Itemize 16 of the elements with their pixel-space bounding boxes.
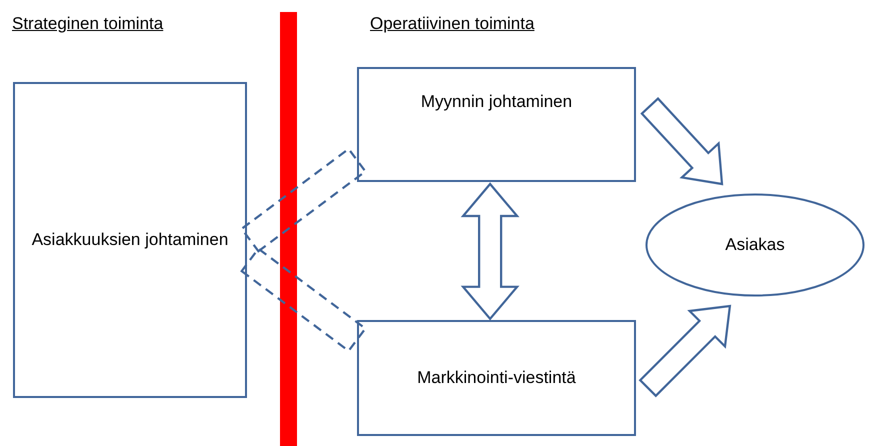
divider-bar <box>280 12 297 446</box>
node-label: Asiakkuuksien johtaminen <box>30 228 230 251</box>
section-heading: Operatiivinen toiminta <box>370 14 534 34</box>
node-label: Markkinointi-viestintä <box>416 366 577 389</box>
block-arrow <box>460 182 520 320</box>
block-arrow <box>240 147 367 253</box>
block-arrow <box>240 247 367 352</box>
node-label: Asiakas <box>724 234 786 256</box>
ellipse-node <box>645 193 865 297</box>
block-arrow <box>640 97 724 186</box>
process-box <box>357 320 636 436</box>
section-heading: Strateginen toiminta <box>12 14 164 34</box>
block-arrow <box>638 304 732 398</box>
process-box <box>13 82 247 398</box>
process-box <box>357 67 636 182</box>
node-label: Myynnin johtaminen <box>420 91 574 114</box>
